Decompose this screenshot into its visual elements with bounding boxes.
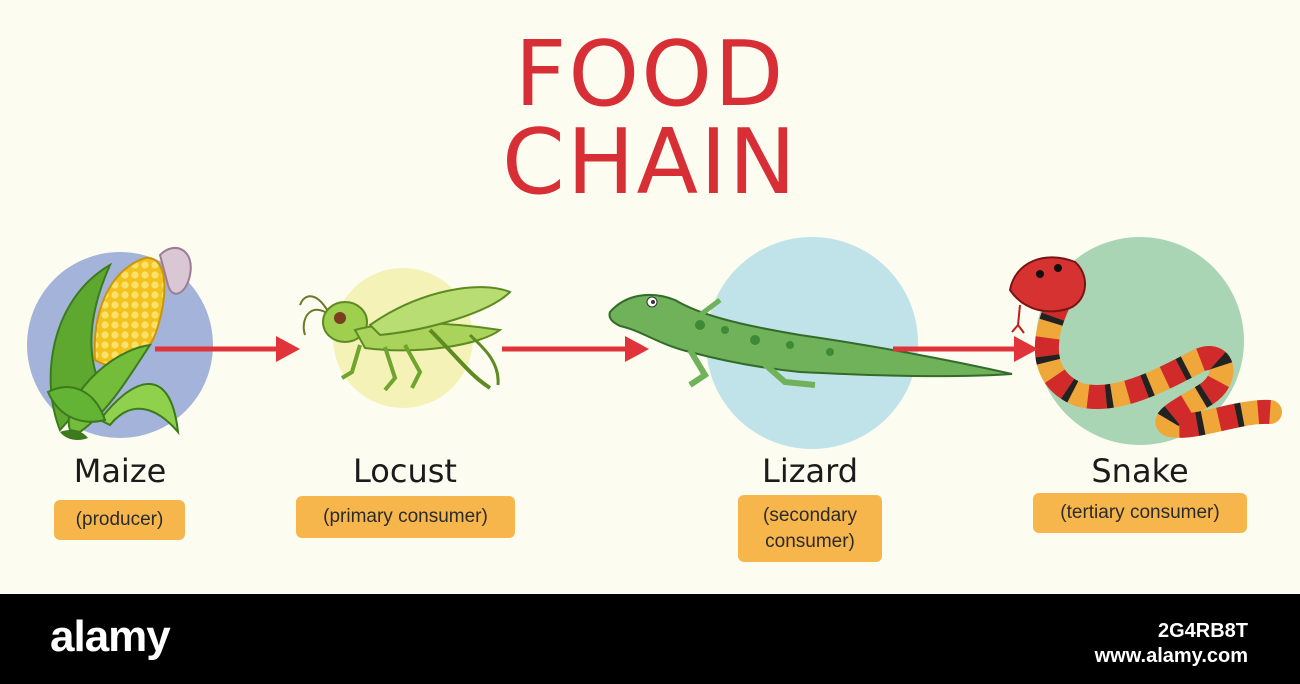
site-url: www.alamy.com — [1094, 645, 1248, 667]
snake-icon — [1008, 256, 1282, 438]
maize-icon — [46, 246, 192, 440]
maize-label: Maize — [73, 452, 167, 490]
lizard-icon — [608, 293, 1013, 388]
arrow-lizard-to-snake — [893, 336, 1038, 362]
locust-label: Locust — [353, 452, 457, 490]
arrow-locust-to-lizard — [502, 336, 649, 362]
lizard-role-line-2: consumer) — [765, 530, 855, 552]
image-id: 2G4RB8T — [1157, 620, 1248, 642]
snake-role-badge: (tertiary consumer) — [1033, 493, 1247, 533]
lizard-label: Lizard — [761, 452, 859, 490]
watermark-bar — [0, 594, 1300, 684]
alamy-logo: alamy — [50, 612, 171, 661]
arrow-maize-to-locust — [155, 336, 300, 362]
lizard-role-badge: (secondary consumer) — [738, 495, 882, 562]
locust-icon — [299, 286, 512, 392]
lizard-role-line-1: (secondary — [763, 504, 857, 526]
title-line-2: CHAIN — [502, 110, 798, 215]
maize-role-badge: (producer) — [54, 500, 185, 540]
locust-role-badge: (primary consumer) — [296, 496, 515, 538]
title-line-1: FOOD — [514, 22, 786, 127]
snake-label: Snake — [1091, 452, 1189, 490]
